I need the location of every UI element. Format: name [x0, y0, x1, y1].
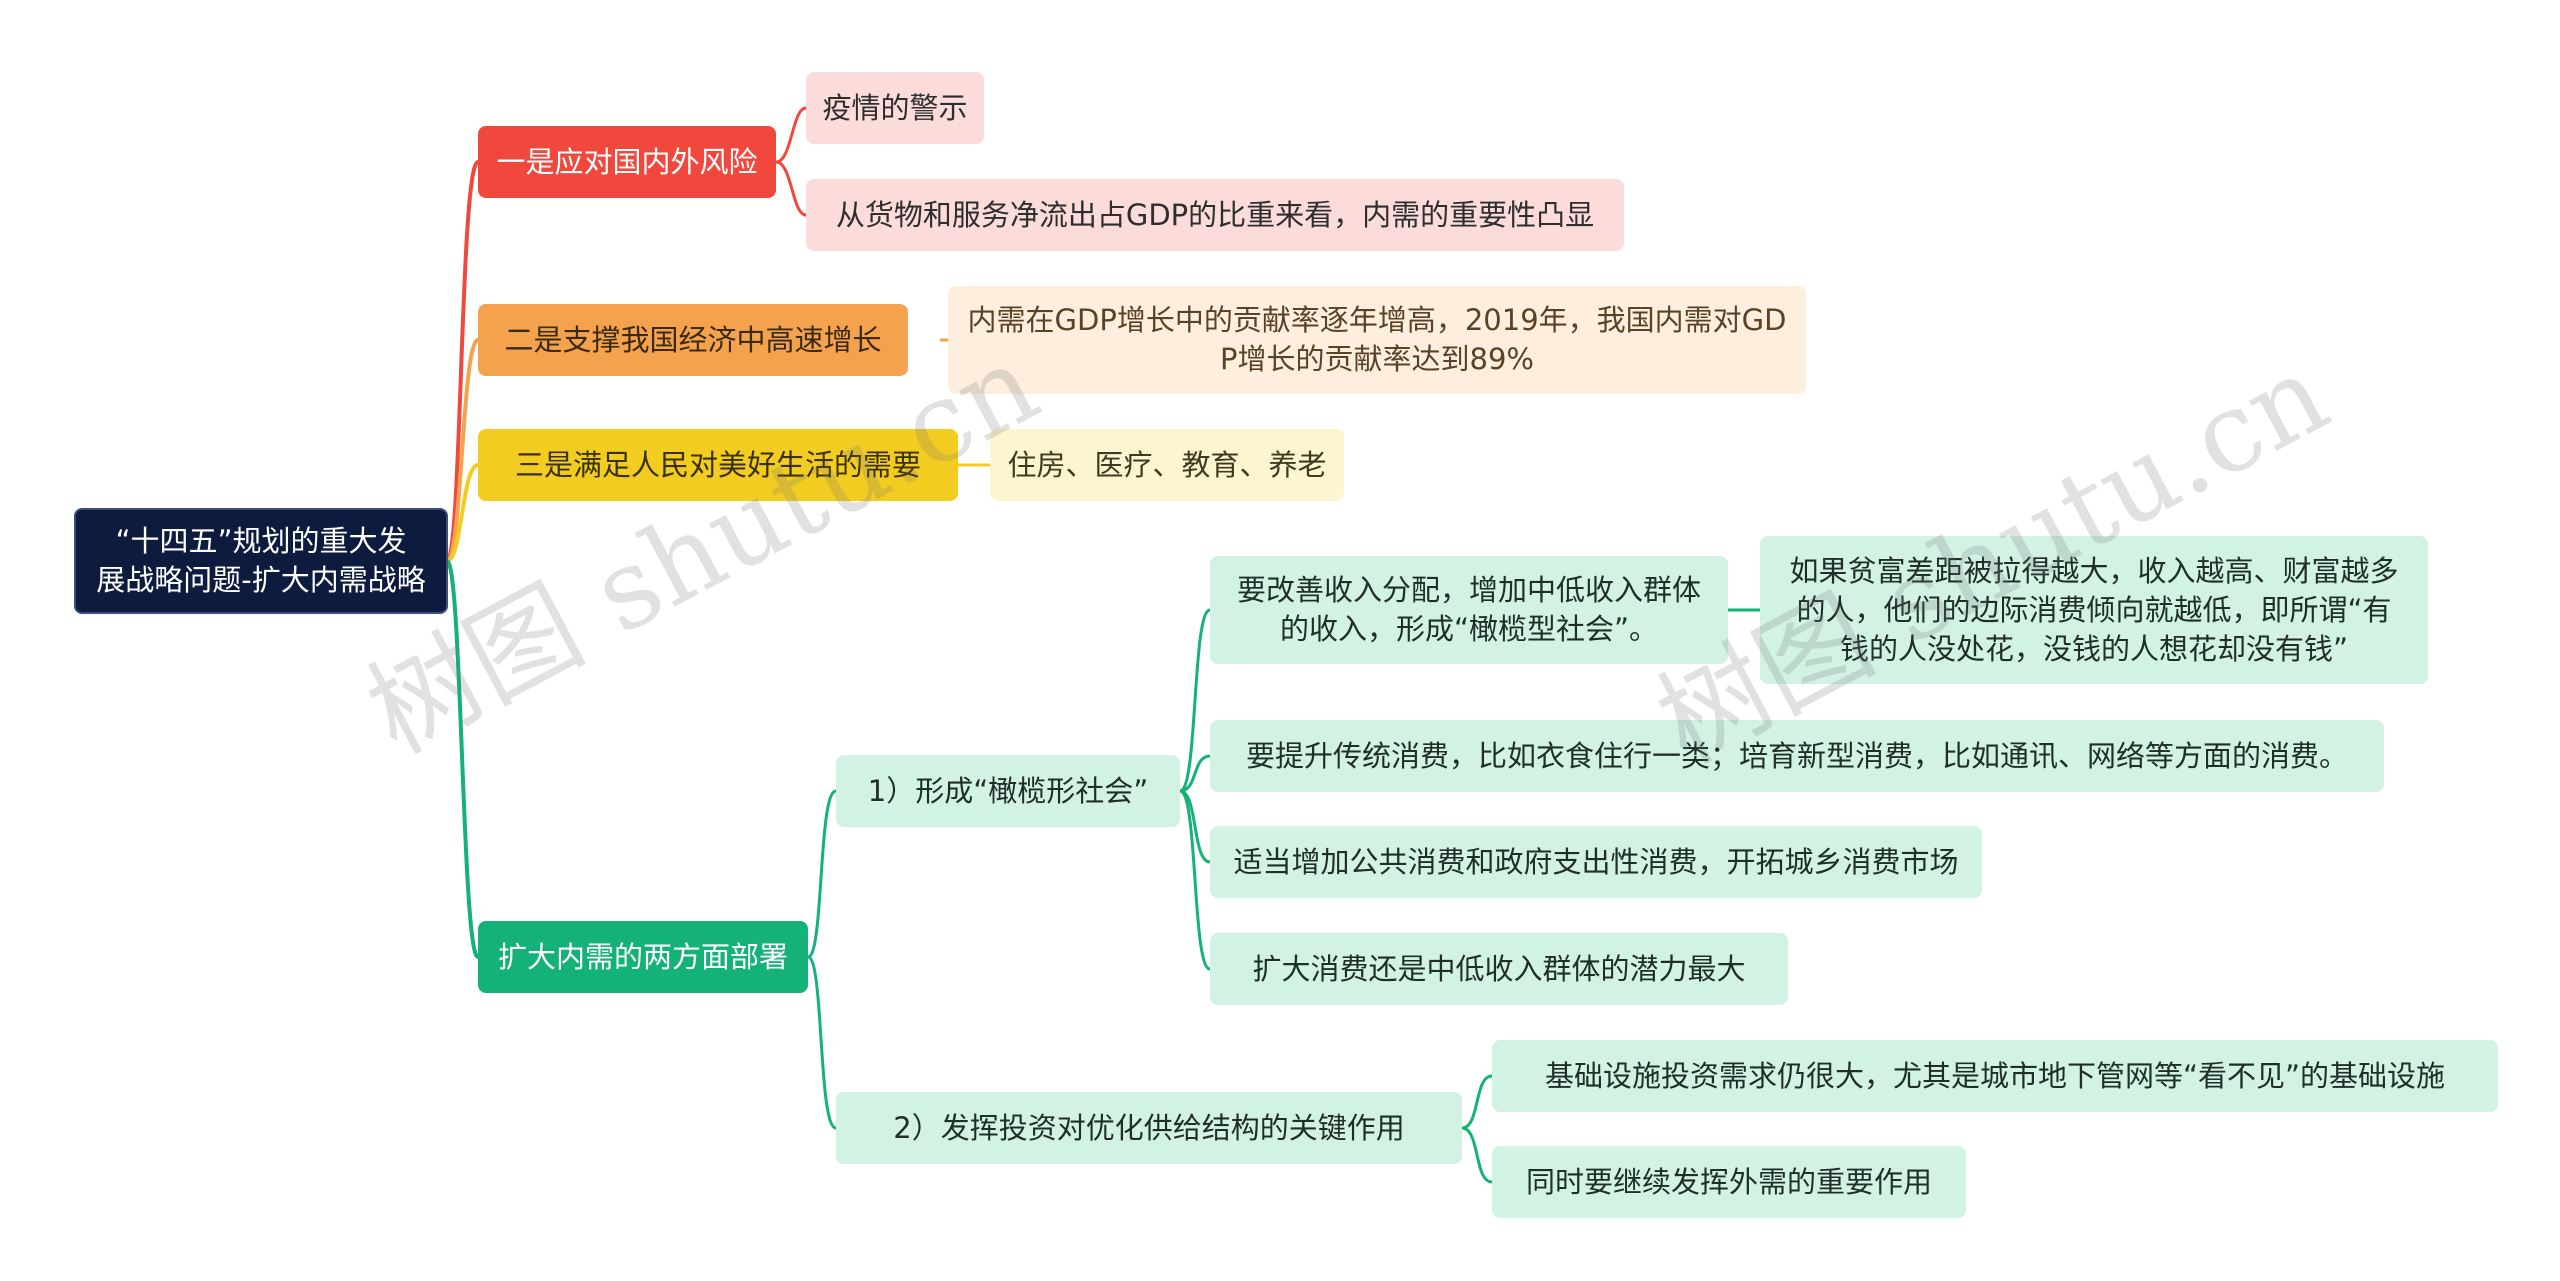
olive-income-distribution[interactable]: 要改善收入分配，增加中低收入群体 的收入，形成“橄榄型社会”。	[1210, 556, 1728, 664]
investment-infrastructure[interactable]: 基础设施投资需求仍很大，尤其是城市地下管网等“看不见”的基础设施	[1492, 1040, 2498, 1112]
investment-node[interactable]: 2）发挥投资对优化供给结构的关键作用	[836, 1092, 1462, 1164]
branch-better-life[interactable]: 三是满足人民对美好生活的需要	[478, 429, 958, 501]
branch-two-deployments[interactable]: 扩大内需的两方面部署	[478, 921, 808, 993]
root-node[interactable]: “十四五”规划的重大发 展战略问题-扩大内需战略	[74, 508, 448, 614]
olive-society-node[interactable]: 1）形成“橄榄形社会”	[836, 755, 1180, 827]
olive-wealth-gap-explanation[interactable]: 如果贫富差距被拉得越大，收入越高、财富越多 的人，他们的边际消费倾向就越低，即所…	[1760, 536, 2428, 684]
investment-external-demand[interactable]: 同时要继续发挥外需的重要作用	[1492, 1146, 1966, 1218]
olive-consumption-upgrade[interactable]: 要提升传统消费，比如衣食住行一类；培育新型消费，比如通讯、网络等方面的消费。	[1210, 720, 2384, 792]
branch-risk[interactable]: 一是应对国内外风险	[478, 126, 776, 198]
better-life-items[interactable]: 住房、医疗、教育、养老	[990, 429, 1344, 501]
branch-growth[interactable]: 二是支撑我国经济中高速增长	[478, 304, 908, 376]
olive-low-income-potential[interactable]: 扩大消费还是中低收入群体的潜力最大	[1210, 933, 1788, 1005]
risk-domestic-demand[interactable]: 从货物和服务净流出占GDP的比重来看，内需的重要性凸显	[806, 179, 1624, 251]
growth-contribution[interactable]: 内需在GDP增长中的贡献率逐年增高，2019年，我国内需对GD P增长的贡献率达…	[948, 286, 1806, 394]
risk-epidemic-warning[interactable]: 疫情的警示	[806, 72, 984, 144]
olive-public-consumption[interactable]: 适当增加公共消费和政府支出性消费，开拓城乡消费市场	[1210, 826, 1982, 898]
